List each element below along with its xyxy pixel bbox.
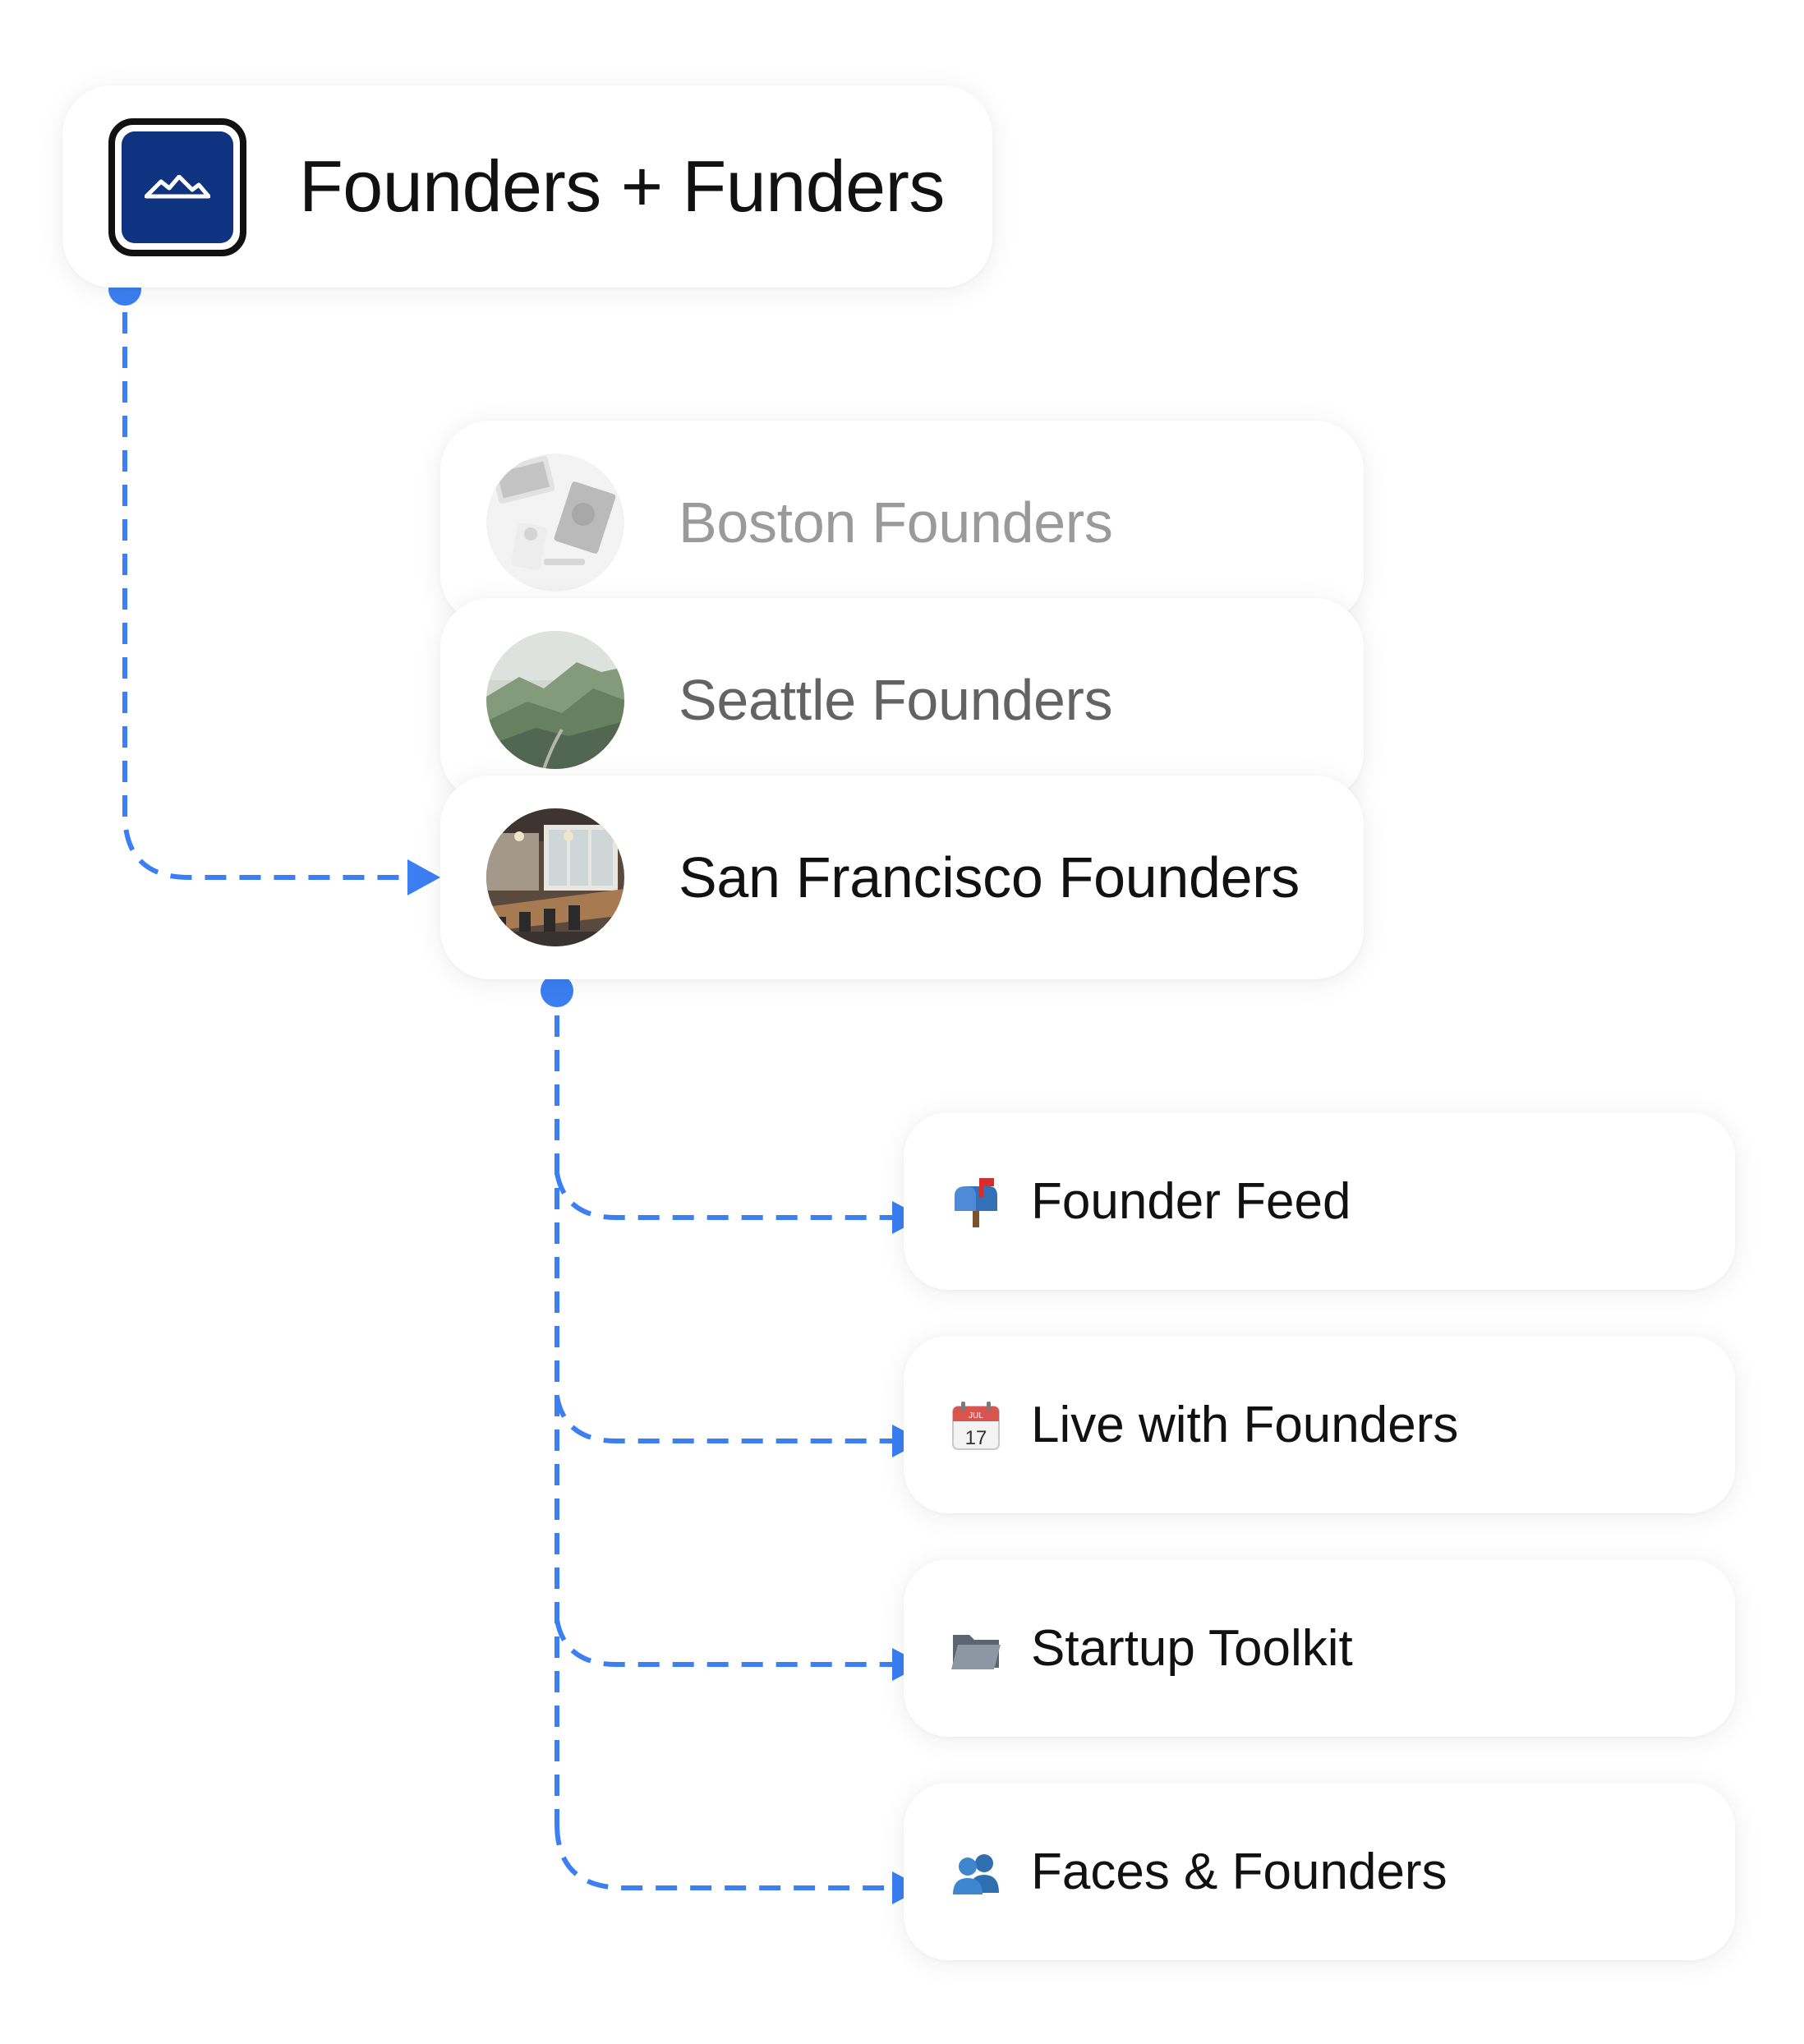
branch-faces-founders: [555, 1823, 895, 1890]
branch-founder-feed: [555, 1172, 895, 1220]
section-card-founder-feed[interactable]: Founder Feed: [904, 1112, 1735, 1290]
community-card-san-francisco[interactable]: San Francisco Founders: [440, 776, 1364, 979]
branch-startup-toolkit: [555, 1619, 895, 1667]
avatar-seattle: [486, 631, 624, 769]
mailbox-icon: [950, 1176, 1002, 1229]
section-card-startup-toolkit[interactable]: Startup Toolkit: [904, 1559, 1735, 1737]
sf-connector-dot: [541, 974, 573, 1007]
people-icon: [950, 1847, 1002, 1899]
svg-text:17: 17: [965, 1427, 987, 1449]
mountain-logo-icon: [122, 131, 233, 243]
section-label-startup-toolkit: Startup Toolkit: [1031, 1619, 1353, 1677]
community-card-seattle[interactable]: Seattle Founders: [440, 598, 1364, 802]
section-card-faces-and-founders[interactable]: Faces & Founders: [904, 1783, 1735, 1960]
avatar-san-francisco: [486, 808, 624, 946]
avatar-boston: [486, 453, 624, 592]
svg-text:JUL: JUL: [969, 1411, 983, 1420]
community-label-boston: Boston Founders: [679, 490, 1113, 555]
section-label-founder-feed: Founder Feed: [1031, 1172, 1351, 1230]
root-to-sf-connector: [122, 312, 411, 880]
section-label-live-with-founders: Live with Founders: [1031, 1396, 1459, 1453]
root-community-card[interactable]: Founders + Funders: [62, 85, 992, 288]
calendar-icon: JUL 17: [950, 1400, 1002, 1452]
section-label-faces-and-founders: Faces & Founders: [1031, 1843, 1447, 1900]
community-label-seattle: Seattle Founders: [679, 668, 1113, 732]
brand-logo: [108, 118, 246, 256]
root-to-sf-arrowhead: [407, 859, 440, 895]
section-card-live-with-founders[interactable]: JUL 17 Live with Founders: [904, 1336, 1735, 1513]
community-card-boston[interactable]: Boston Founders: [440, 421, 1364, 624]
branch-live-with-founders: [555, 1396, 895, 1443]
community-label-san-francisco: San Francisco Founders: [679, 845, 1300, 909]
folder-icon: [950, 1623, 1002, 1676]
root-title: Founders + Funders: [299, 145, 945, 227]
